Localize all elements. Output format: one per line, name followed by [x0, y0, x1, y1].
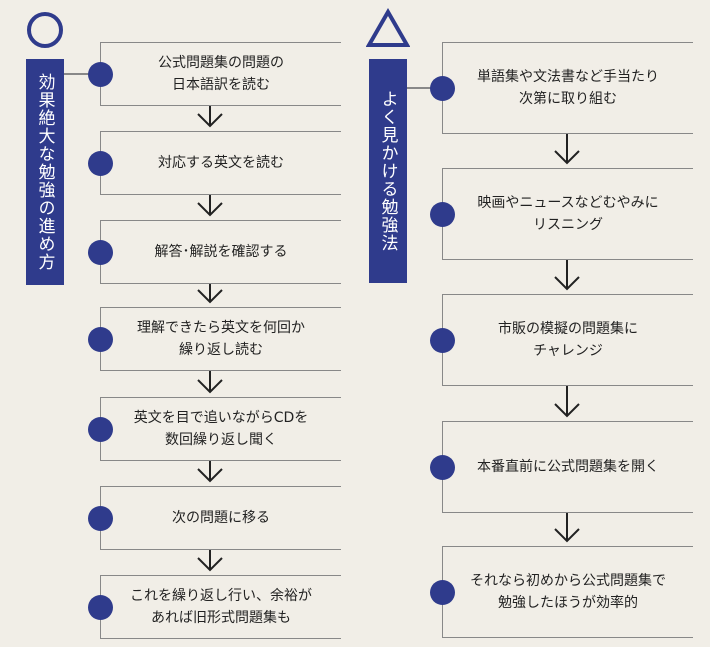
bullet-dot-icon [88, 62, 113, 87]
down-arrow-icon [554, 386, 580, 418]
step-text: 本番直前に公式問題集を開く [477, 459, 659, 475]
triangle-icon [366, 8, 410, 47]
right-step-box: 市販の模擬の問題集に チャレンジ [430, 294, 693, 386]
down-arrow-icon [197, 284, 223, 304]
down-arrow-icon [197, 106, 223, 128]
left-connector [64, 73, 100, 75]
bullet-dot-icon [430, 76, 455, 101]
step-text: 次の問題に移る [172, 510, 270, 526]
left-step-box: 公式問題集の問題の 日本語訳を読む [88, 42, 341, 106]
step-text: それなら初めから公式問題集で 勉強したほうが効率的 [470, 573, 666, 611]
bullet-dot-icon [88, 240, 113, 265]
step-text: 単語集や文法書など手当たり 次第に取り組む [477, 69, 659, 107]
bullet-dot-icon [430, 328, 455, 353]
left-step-box: 次の問題に移る [88, 486, 341, 550]
step-text: 解答･解説を確認する [154, 244, 288, 260]
down-arrow-icon [554, 260, 580, 291]
bullet-dot-icon [88, 595, 113, 620]
left-step-box: 解答･解説を確認する [88, 220, 341, 284]
down-arrow-icon [197, 371, 223, 394]
right-step-box: 本番直前に公式問題集を開く [430, 421, 693, 513]
down-arrow-icon [197, 461, 223, 483]
down-arrow-icon [197, 195, 223, 217]
right-step-box: それなら初めから公式問題集で 勉強したほうが効率的 [430, 546, 693, 638]
step-text: 英文を目で追いながらCDを 数回繰り返し聞く [133, 410, 309, 448]
down-arrow-icon [554, 134, 580, 165]
step-text: 映画やニュースなどむやみに リスニング [477, 195, 659, 233]
left-step-box: 理解できたら英文を何回か 繰り返し読む [88, 307, 341, 371]
circle-icon [27, 12, 63, 48]
bullet-dot-icon [88, 417, 113, 442]
bullet-dot-icon [430, 580, 455, 605]
down-arrow-icon [197, 550, 223, 572]
bullet-dot-icon [88, 327, 113, 352]
left-column-title: 効果絶大な勉強の進め方 [26, 59, 64, 285]
step-text: 公式問題集の問題の 日本語訳を読む [158, 55, 284, 93]
bullet-dot-icon [430, 455, 455, 480]
left-step-box: これを繰り返し行い、余裕が あれば旧形式問題集も [88, 575, 341, 639]
right-column-title: よく見かける勉強法 [369, 59, 407, 283]
down-arrow-icon [554, 513, 580, 543]
left-step-box: 英文を目で追いながらCDを 数回繰り返し聞く [88, 397, 341, 461]
step-text: これを繰り返し行い、余裕が あれば旧形式問題集も [130, 588, 312, 626]
left-step-box: 対応する英文を読む [88, 131, 341, 195]
bullet-dot-icon [88, 151, 113, 176]
step-text: 市販の模擬の問題集に チャレンジ [498, 321, 638, 359]
right-connector [407, 87, 442, 89]
step-text: 理解できたら英文を何回か 繰り返し読む [137, 320, 305, 358]
step-text: 対応する英文を読む [158, 155, 284, 171]
right-step-box: 単語集や文法書など手当たり 次第に取り組む [430, 42, 693, 134]
bullet-dot-icon [88, 506, 113, 531]
bullet-dot-icon [430, 202, 455, 227]
right-step-box: 映画やニュースなどむやみに リスニング [430, 168, 693, 260]
